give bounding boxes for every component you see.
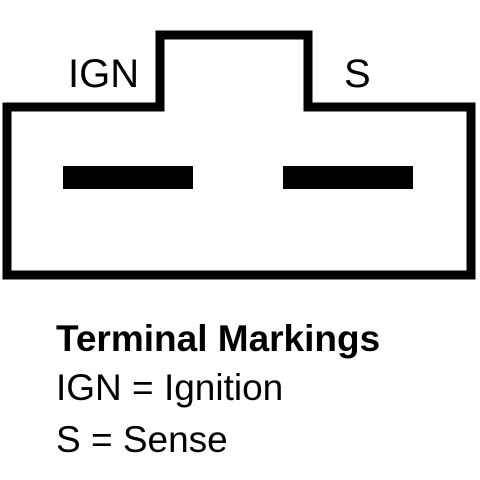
legend-line-ign: IGN = Ignition bbox=[56, 367, 284, 408]
legend-title: Terminal Markings bbox=[56, 318, 381, 359]
connector-diagram: IGN S bbox=[2, 30, 476, 280]
ign-terminal-label: IGN bbox=[68, 52, 139, 96]
s-terminal-label: S bbox=[344, 52, 371, 96]
s-terminal-blade bbox=[283, 166, 413, 189]
connector-housing-outline bbox=[2, 30, 476, 280]
legend-line-s: S = Sense bbox=[56, 419, 228, 460]
ign-terminal-blade bbox=[63, 166, 193, 189]
terminal-legend: Terminal Markings IGN = Ignition S = Sen… bbox=[56, 316, 466, 466]
